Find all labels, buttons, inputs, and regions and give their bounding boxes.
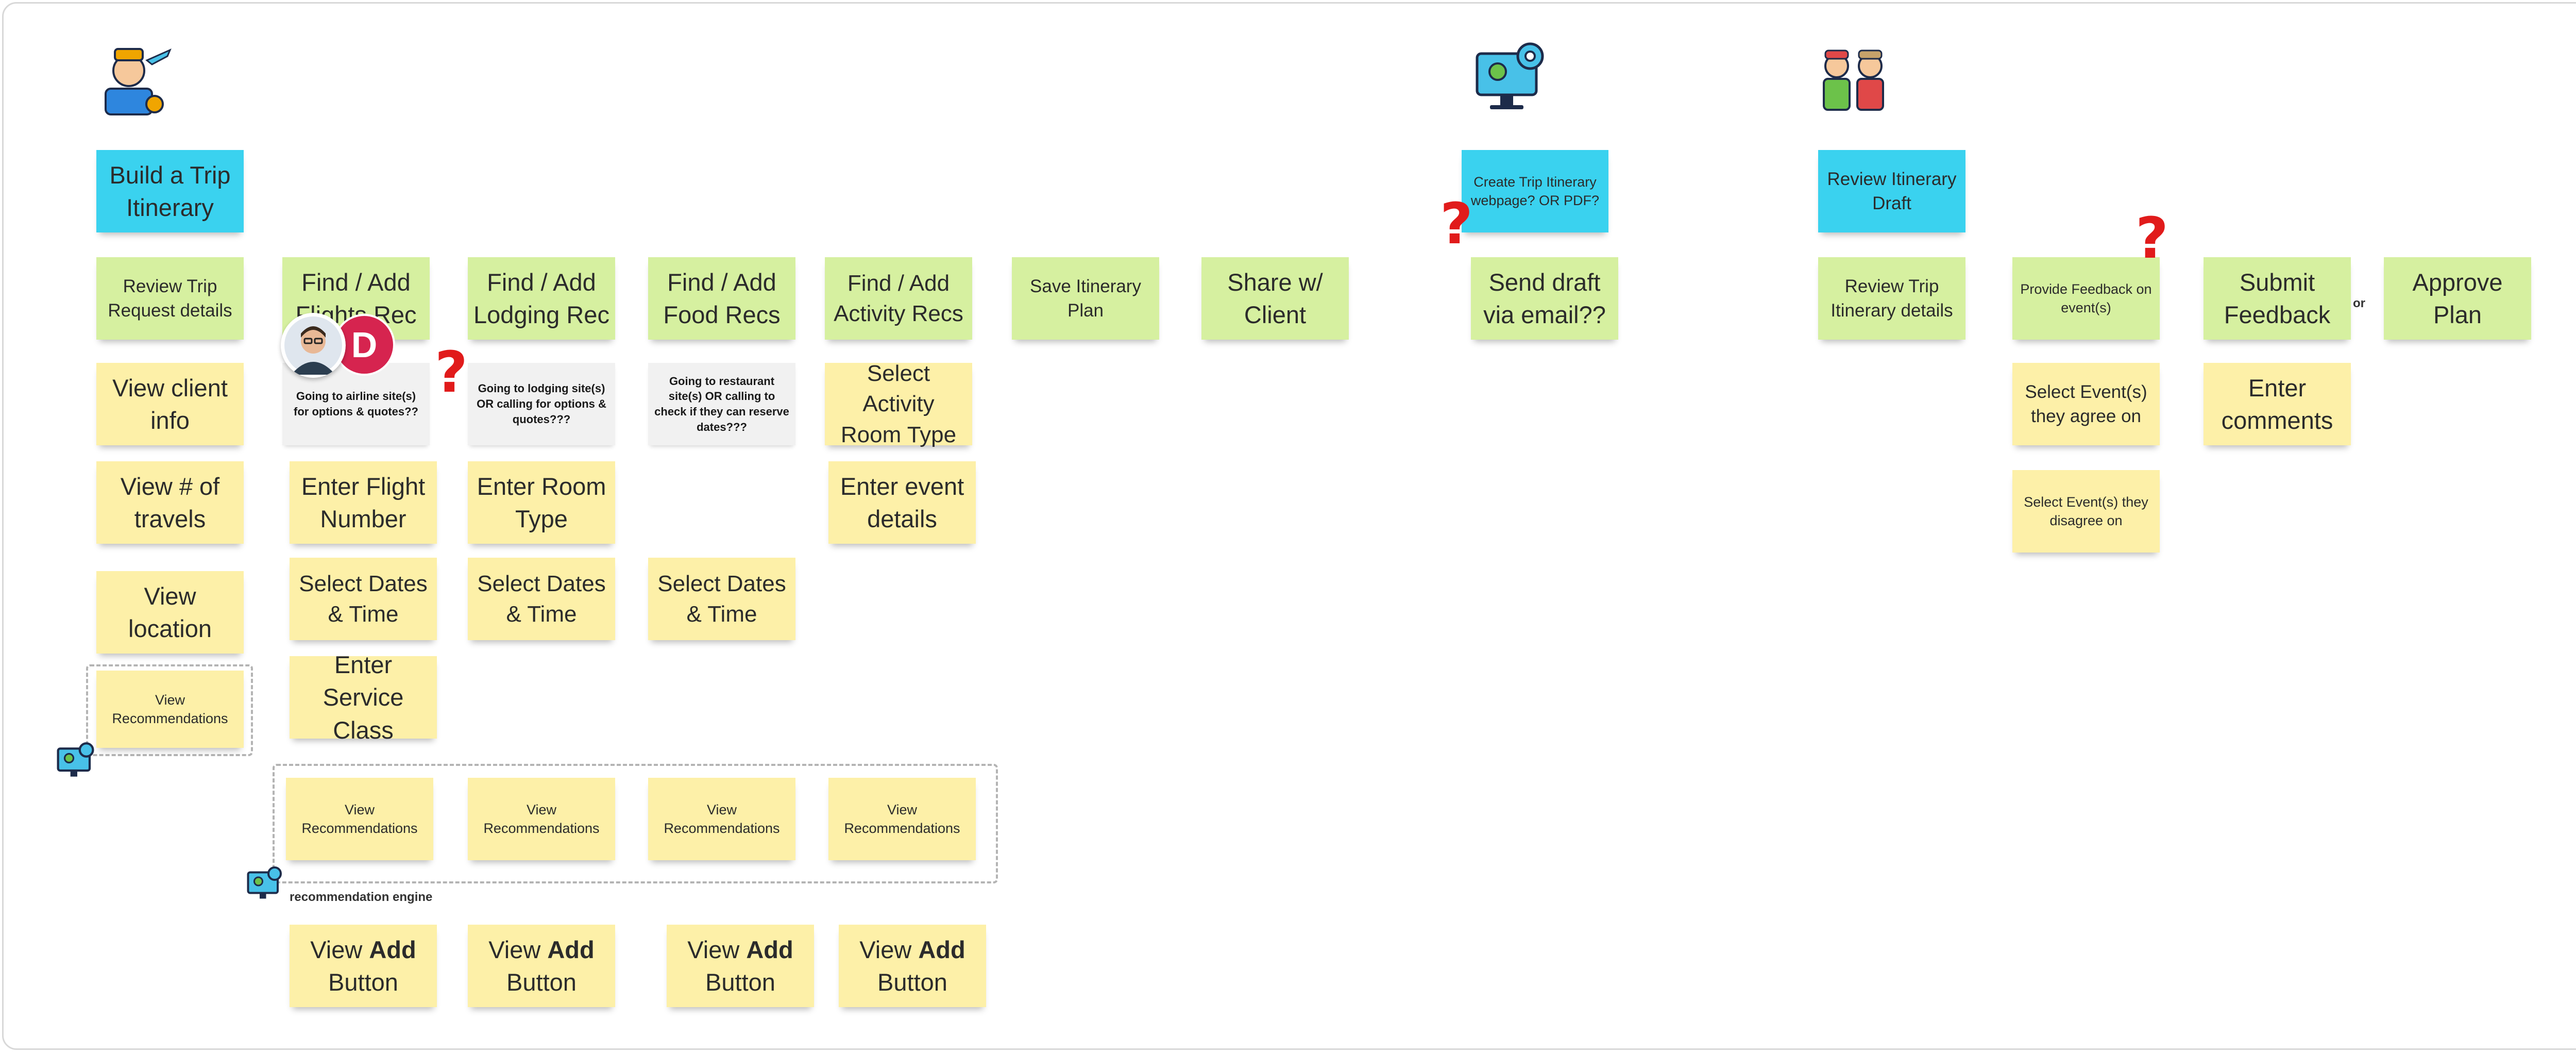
travelers-icon	[1823, 49, 1884, 111]
collaborator-avatar-photo[interactable]	[281, 313, 346, 378]
recommendation-engine-frame	[273, 764, 998, 883]
build-trip-itinerary-note[interactable]: Build a Trip Itinerary	[96, 150, 244, 232]
question-mark-icon: ?	[1440, 191, 1473, 257]
or-label: or	[2353, 296, 2365, 310]
computer-gear-icon	[1476, 42, 1544, 109]
review-draft-note[interactable]: Review Itinerary Draft	[1818, 150, 1965, 232]
question-mark-icon: ?	[2136, 205, 2168, 271]
select-dates-lodging-note[interactable]: Select Dates & Time	[468, 558, 615, 640]
view-travels-note[interactable]: View # of travels	[96, 461, 244, 544]
recommendations-group-frame-left	[86, 664, 253, 756]
view-recommendations-food-note[interactable]: View Recommendations	[648, 778, 795, 860]
view-recommendations-activity-note[interactable]: View Recommendations	[828, 778, 976, 860]
find-activity-note[interactable]: Find / Add Activity Recs	[825, 257, 972, 340]
review-trip-request-note[interactable]: Review Trip Request details	[96, 257, 244, 340]
select-agree-note[interactable]: Select Event(s) they agree on	[2012, 363, 2160, 445]
question-mark-icon: ?	[435, 339, 468, 405]
share-client-note[interactable]: Share w/ Client	[1201, 257, 1349, 340]
select-disagree-note[interactable]: Select Event(s) they disagree on	[2012, 470, 2160, 553]
create-webpage-note[interactable]: Create Trip Itinerary webpage? OR PDF?	[1462, 150, 1608, 232]
find-lodging-note[interactable]: Find / Add Lodging Rec	[468, 257, 615, 340]
travel-agent-icon	[105, 48, 172, 115]
view-client-info-note[interactable]: View client info	[96, 363, 244, 445]
view-recommendations-lodging-note[interactable]: View Recommendations	[468, 778, 615, 860]
review-trip-itinerary-note[interactable]: Review Trip Itinerary details	[1818, 257, 1965, 340]
view-recommendations-flight-note[interactable]: View Recommendations	[286, 778, 433, 860]
send-draft-note[interactable]: Send draft via email??	[1471, 257, 1618, 340]
select-dates-flight-note[interactable]: Select Dates & Time	[290, 558, 437, 640]
recommendation-engine-icon	[57, 742, 94, 777]
lodging-sites-note[interactable]: Going to lodging site(s) OR calling for …	[468, 363, 615, 445]
find-food-note[interactable]: Find / Add Food Recs	[648, 257, 795, 340]
enter-event-details-note[interactable]: Enter event details	[828, 461, 976, 544]
provide-feedback-note[interactable]: Provide Feedback on event(s)	[2012, 257, 2160, 340]
select-dates-food-note[interactable]: Select Dates & Time	[648, 558, 795, 640]
select-activity-room-note[interactable]: Select Activity Room Type	[825, 361, 972, 447]
view-recommendations-client-note[interactable]: View Recommendations	[96, 671, 244, 748]
view-location-note[interactable]: View location	[96, 571, 244, 654]
submit-feedback-note[interactable]: Submit Feedback	[2204, 257, 2351, 340]
recommendation-engine-icon	[247, 866, 282, 899]
enter-room-type-note[interactable]: Enter Room Type	[468, 461, 615, 544]
enter-comments-note[interactable]: Enter comments	[2204, 363, 2351, 445]
recommendation-engine-label: recommendation engine	[290, 890, 433, 904]
enter-service-class-note[interactable]: Enter Service Class	[290, 651, 437, 744]
enter-flight-number-note[interactable]: Enter Flight Number	[290, 461, 437, 544]
approve-plan-note[interactable]: Approve Plan	[2384, 257, 2531, 340]
save-itinerary-note[interactable]: Save Itinerary Plan	[1012, 257, 1159, 340]
restaurant-sites-note[interactable]: Going to restaurant site(s) OR calling t…	[648, 363, 795, 445]
